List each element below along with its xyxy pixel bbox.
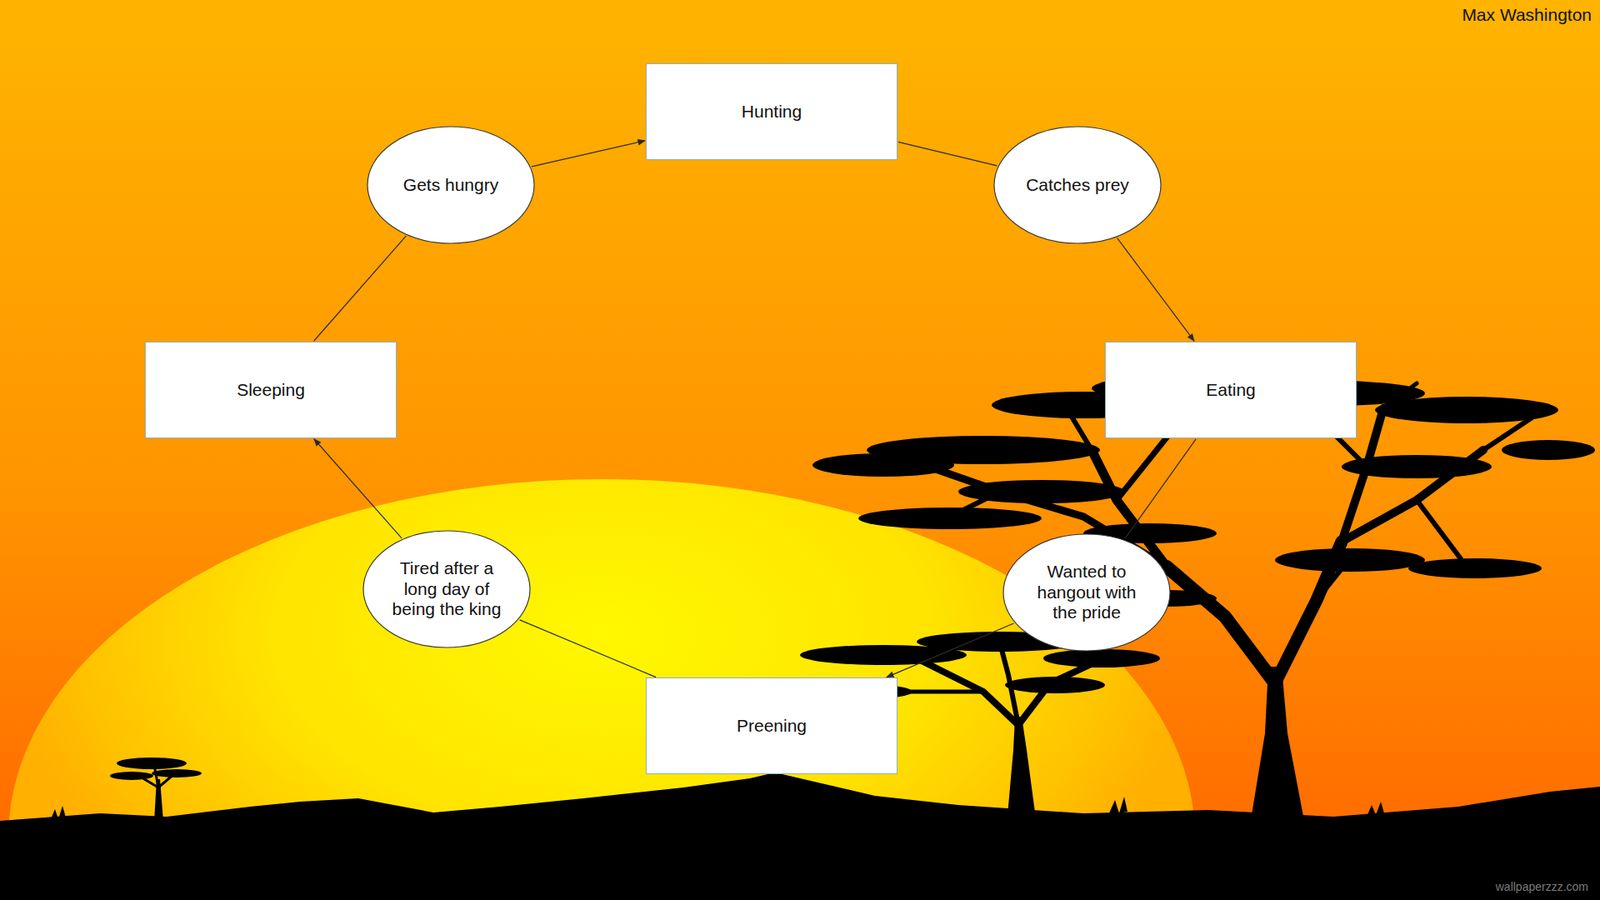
ellipse-outline (367, 126, 535, 244)
acacia-tree (1275, 548, 1425, 572)
acacia-tree (1006, 716, 1037, 825)
acacia-tree (1375, 396, 1559, 424)
ellipse-outline (363, 530, 530, 648)
ground (50, 796, 1385, 821)
event-label: Tired after a long day of being the king (384, 558, 510, 620)
flow-connector (314, 439, 402, 539)
acacia-tree (958, 480, 1125, 504)
flow-connector (898, 141, 997, 165)
watermark: wallpaperzzz.com (1495, 880, 1589, 894)
event-ellipse: Gets hungry (366, 125, 535, 245)
acacia-tree (812, 375, 1595, 825)
event-label: Gets hungry (384, 175, 518, 196)
flow-connector (314, 235, 407, 341)
ellipse-outline (1003, 534, 1170, 651)
ground (0, 772, 1600, 900)
event-ellipse: Catches prey (993, 125, 1162, 245)
activity-box: Eating (1105, 341, 1357, 439)
ellipse-outline (994, 126, 1161, 244)
acacia-tree (1501, 440, 1595, 460)
activity-box: Sleeping (145, 341, 397, 439)
acacia-tree (1341, 455, 1492, 479)
author-name: Max Washington (1461, 5, 1592, 25)
acacia-tree (110, 757, 202, 822)
event-label: Catches prey (1010, 175, 1145, 196)
flow-connector (1117, 238, 1195, 342)
acacia-tree (1408, 558, 1542, 579)
event-label: Wanted to hangout with the pride (1024, 561, 1150, 624)
event-ellipse: Wanted to hangout with the pride (1002, 533, 1171, 652)
event-ellipse: Tired after a long day of being the king (362, 530, 531, 649)
acacia-tree (1416, 500, 1467, 567)
acacia-tree (1043, 649, 1160, 668)
flow-connector (520, 620, 657, 678)
activity-label: Sleeping (236, 380, 305, 401)
flow-connector (886, 623, 1015, 678)
flow-connector (1125, 439, 1196, 540)
activity-box: Preening (645, 677, 898, 775)
activity-label: Preening (736, 715, 807, 737)
acacia-tree (110, 771, 154, 780)
acacia-tree (151, 769, 202, 778)
activity-label: Hunting (741, 101, 802, 123)
flow-connector (531, 140, 645, 167)
acacia-tree (116, 757, 187, 770)
activity-box: Hunting (645, 63, 898, 160)
acacia-tree (866, 435, 1100, 465)
activity-label: Eating (1205, 380, 1256, 401)
acacia-tree (1166, 566, 1275, 684)
ground (0, 772, 1600, 900)
acacia-tree (858, 507, 1042, 530)
acacia-tree (1250, 666, 1305, 825)
acacia-tree (1005, 676, 1105, 694)
